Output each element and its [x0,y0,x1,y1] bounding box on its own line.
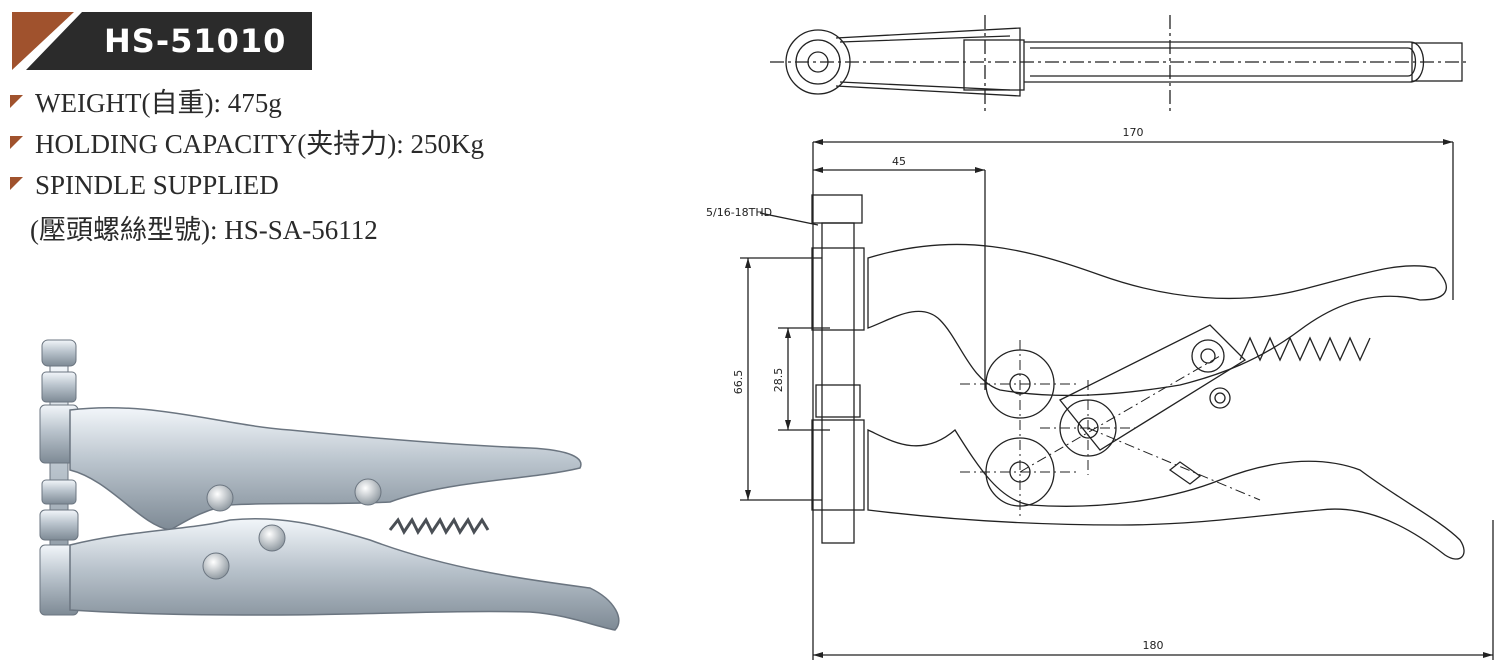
banner-shape [12,12,312,70]
dim-28-5: 28.5 [772,368,785,393]
dim-170: 170 [1123,126,1144,139]
model-banner: HS-51010 [12,12,312,70]
spec-weight-text: WEIGHT(自重): 475g [35,88,282,118]
model-title: HS-51010 [104,22,287,60]
spec-capacity: HOLDING CAPACITY(夹持力): 250Kg [10,127,484,161]
spec-spindle-model-text: (壓頭螺絲型號): HS-SA-56112 [30,215,378,245]
top-view [770,15,1470,112]
spec-spindle-text: SPINDLE SUPPLIED [35,170,279,200]
dim-45: 45 [892,155,906,168]
product-photo [39,339,620,631]
bullet-icon [10,177,23,190]
spec-spindle: SPINDLE SUPPLIED [10,168,279,202]
spec-capacity-text: HOLDING CAPACITY(夹持力): 250Kg [35,129,484,159]
thread-label: 5/16-18THD [706,206,772,219]
dim-180: 180 [1143,639,1164,652]
spec-weight: WEIGHT(自重): 475g [10,86,282,120]
technical-drawing: 170 45 5/16-18THD 180 66.5 28.5 [706,15,1494,660]
spec-spindle-model: (壓頭螺絲型號): HS-SA-56112 [30,213,378,247]
bullet-icon [10,136,23,149]
dim-66-5: 66.5 [732,370,745,395]
bullet-icon [10,95,23,108]
